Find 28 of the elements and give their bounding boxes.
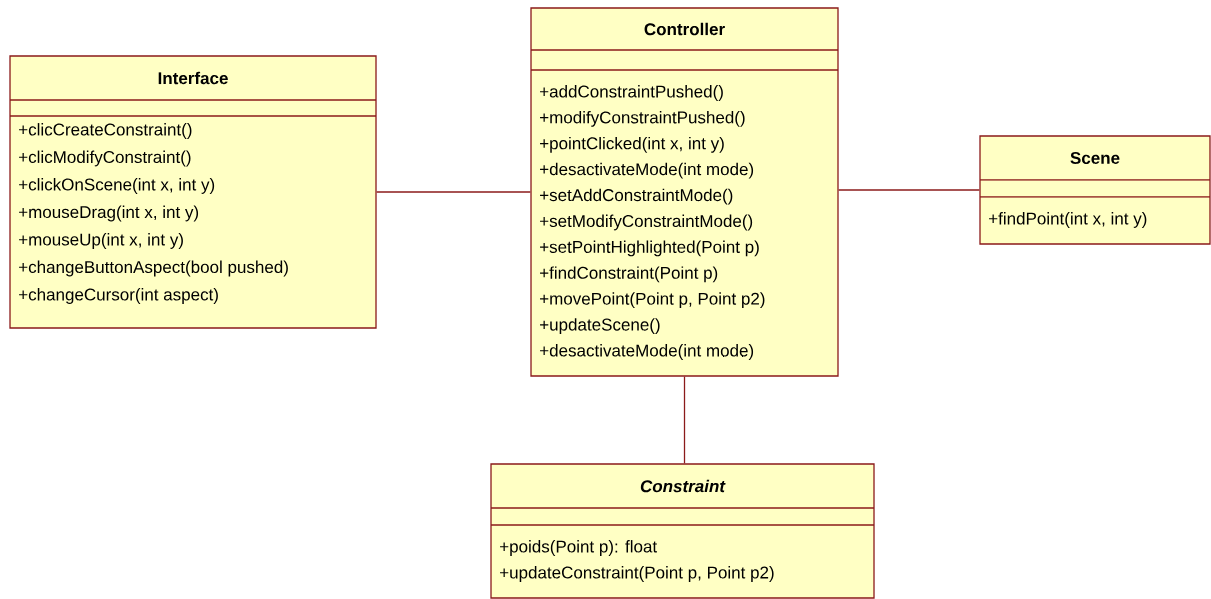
method-text: +mouseUp(int x, int y): [19, 233, 183, 249]
association-line: [683, 376, 686, 464]
method-text: +updateScene(): [540, 318, 660, 334]
method-text: +clicCreateConstraint(): [19, 123, 192, 139]
method-text: +desactivateMode(int mode): [540, 162, 754, 179]
class-name: Scene: [1070, 152, 1120, 164]
method-text: +mouseDrag(int x, int y): [19, 205, 199, 222]
method-text: +findConstraint(Point p): [540, 266, 718, 283]
method-text: +setAddConstraintMode(): [540, 188, 733, 205]
method-text: +changeButtonAspect(bool pushed): [19, 260, 288, 277]
method-text: +findPoint(int x, int y): [989, 212, 1147, 228]
method-text: +clickOnScene(int x, int y): [19, 178, 215, 194]
method-text: +modifyConstraintPushed(): [540, 111, 745, 127]
method-text: +addConstraintPushed(): [540, 85, 723, 101]
method-text: +desactivateMode(int mode): [540, 344, 754, 360]
method-text: +movePoint(Point p, Point p2): [540, 292, 765, 309]
method-text: +poids(Point p): float: [500, 540, 657, 556]
class-name: Controller: [644, 22, 725, 36]
method-text: +changeCursor(int aspect): [19, 288, 218, 304]
association-line: [376, 191, 531, 193]
method-text: +setModifyConstraintMode(): [540, 214, 753, 231]
class-name: Constraint: [640, 479, 726, 493]
method-text: +pointClicked(int x, int y): [540, 136, 724, 153]
method-text: +clicModifyConstraint(): [19, 150, 191, 167]
method-text: +updateConstraint(Point p, Point p2): [500, 566, 774, 582]
method-text: +setPointHighlighted(Point p): [540, 240, 759, 257]
class-name: Interface: [158, 71, 228, 85]
association-line: [838, 189, 980, 191]
